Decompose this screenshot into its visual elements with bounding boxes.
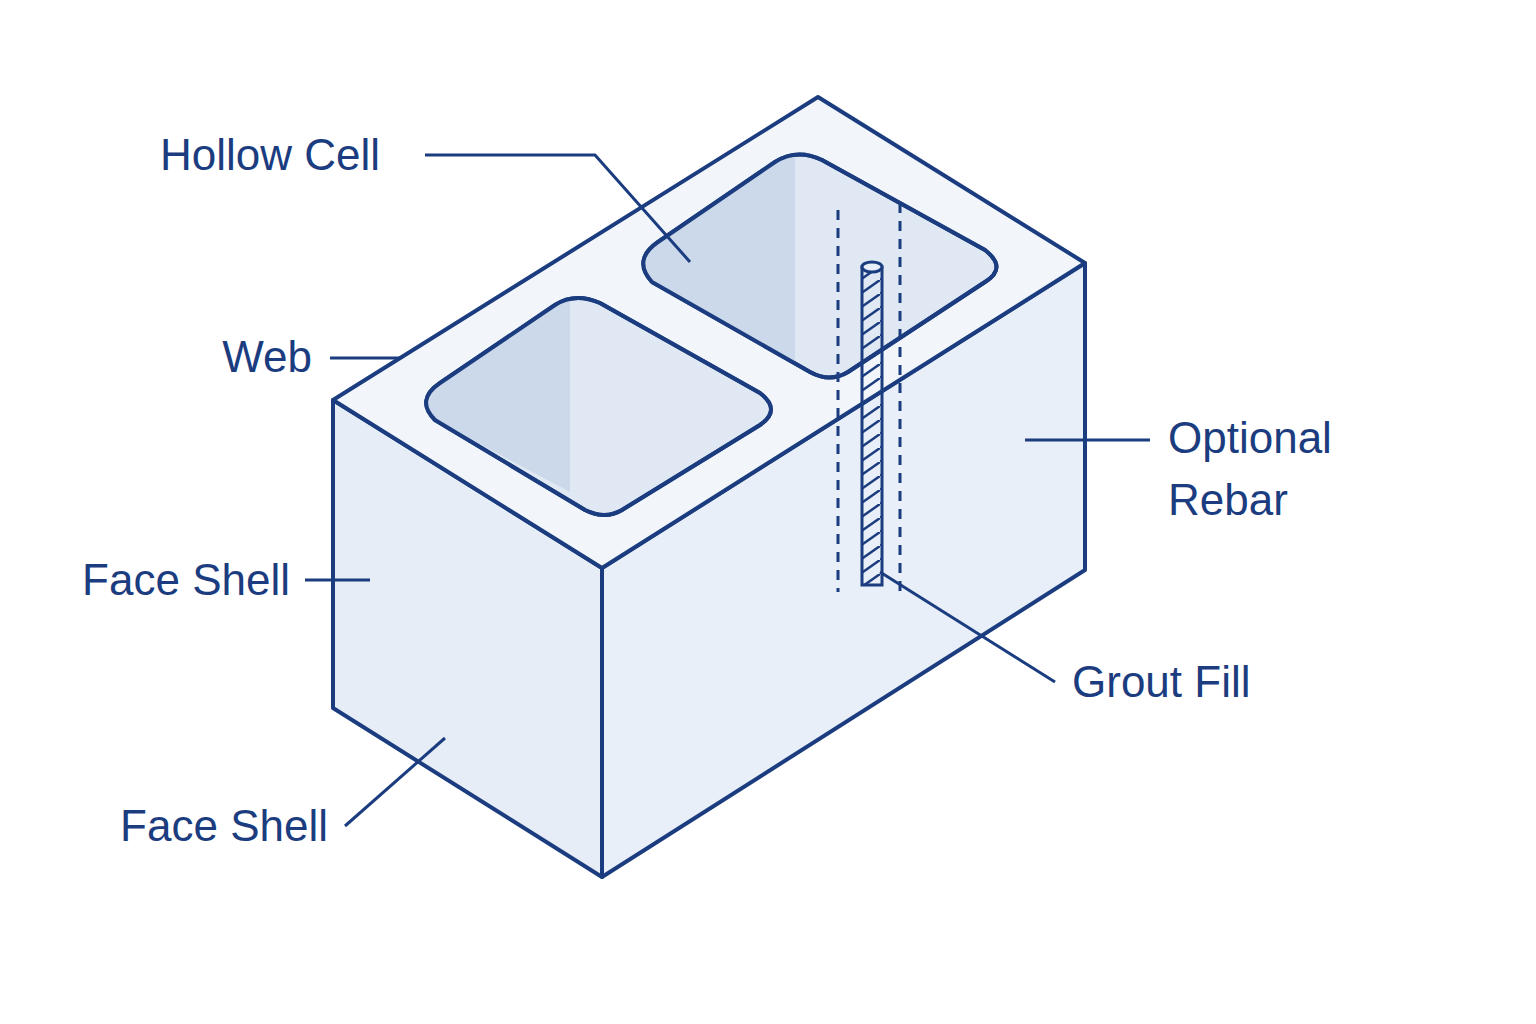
cell-shadow xyxy=(643,155,795,362)
top-face xyxy=(333,97,1085,568)
hollow-cell xyxy=(426,298,771,515)
part-label: Hollow Cell xyxy=(160,129,380,181)
grout-fill-outline xyxy=(838,203,900,597)
rebar-end xyxy=(862,262,882,272)
hollow-cell xyxy=(643,154,996,377)
part-label: Optional Rebar xyxy=(1168,407,1398,531)
rebar xyxy=(862,267,882,585)
part-label: Face Shell xyxy=(120,800,328,852)
part-label: Face Shell xyxy=(82,554,290,606)
part-label: Web xyxy=(222,331,312,383)
leader-lines xyxy=(305,155,1150,826)
cell-shadow xyxy=(426,300,570,492)
part-label: Grout Fill xyxy=(1072,656,1250,708)
